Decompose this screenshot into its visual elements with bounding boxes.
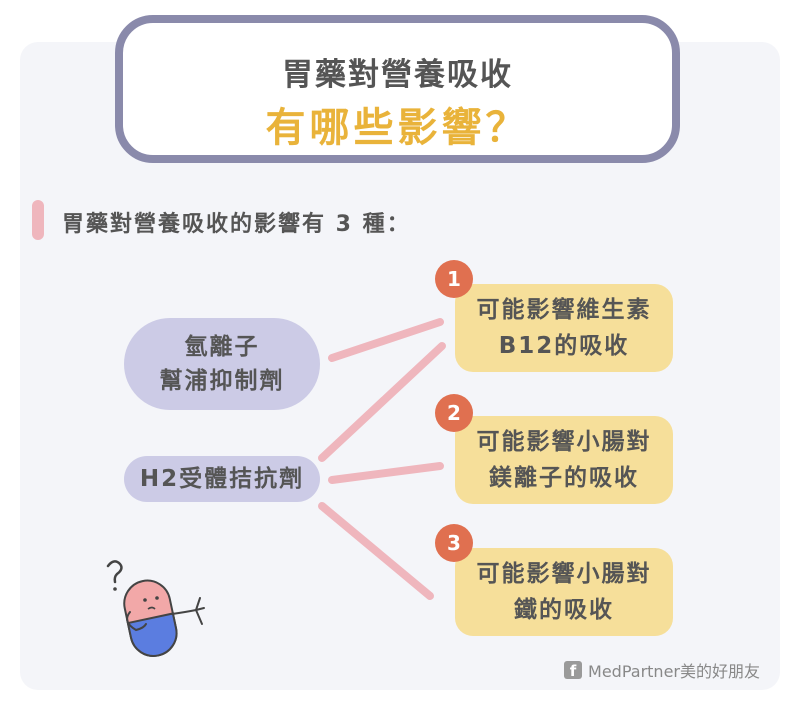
effect-2-line-2: 鎂離子的吸收 [489, 465, 639, 491]
drug-ppi-line-1: 氫離子 [184, 334, 260, 360]
drug-ppi: 氫離子 幫浦抑制劑 [124, 318, 320, 410]
connector-h2-to-effect-3 [318, 502, 434, 600]
number-badge-2: 2 [435, 394, 473, 432]
effect-3-line-2: 鐵的吸收 [514, 597, 614, 623]
effect-1-line-2: B12的吸收 [498, 333, 630, 359]
connector-ppi-to-effect-1 [328, 318, 444, 362]
connector-h2-to-effect-1 [318, 342, 446, 462]
drug-h2-antagonist: H2受體拮抗劑 [124, 456, 320, 502]
effect-card-2: 可能影響小腸對 鎂離子的吸收 [455, 416, 673, 504]
intro-text: 胃藥對營養吸收的影響有 3 種： [62, 212, 411, 237]
pill-mascot-icon [106, 560, 205, 657]
title-line-2: 有哪些影響？ [265, 105, 530, 151]
connector-h2-to-effect-2 [328, 462, 444, 484]
footer-brand: f MedPartner美的好朋友 [564, 658, 760, 682]
effect-3-line-1: 可能影響小腸對 [476, 561, 652, 587]
effect-card-1: 可能影響維生素 B12的吸收 [455, 284, 673, 372]
title-line-1: 胃藥對營養吸收 [282, 57, 513, 93]
facebook-icon: f [564, 661, 583, 679]
effect-1-line-1: 可能影響維生素 [476, 297, 652, 323]
drug-ppi-line-2: 幫浦抑制劑 [159, 368, 285, 394]
title-box: 胃藥對營養吸收 有哪些影響？ [115, 15, 680, 163]
footer-brand-text: MedPartner美的好朋友 [588, 662, 760, 681]
effect-2-line-1: 可能影響小腸對 [476, 429, 652, 455]
effect-card-3: 可能影響小腸對 鐵的吸收 [455, 548, 673, 636]
intro-accent-bar [32, 200, 44, 240]
number-badge-3: 3 [435, 524, 473, 562]
number-badge-1: 1 [435, 260, 473, 298]
